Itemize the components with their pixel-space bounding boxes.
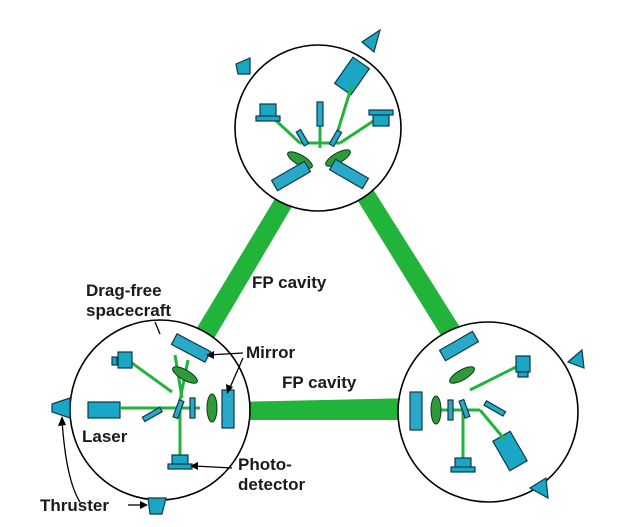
fp-cavity-label-top: FP cavity: [252, 273, 327, 292]
photodetector-icon: [255, 103, 281, 122]
annotation-arrows: [58, 321, 244, 509]
spacecraft-top-body: [234, 44, 402, 212]
detector-label: detector: [238, 475, 305, 494]
thruster-icon: [528, 476, 549, 500]
mirror-icon: [221, 389, 235, 429]
mirror-label: Mirror: [246, 343, 296, 362]
beamsplitter-icon: [189, 397, 196, 419]
thruster-icon: [360, 28, 382, 54]
beam-left-arm: [186, 182, 303, 352]
beamsplitter-icon: [458, 398, 471, 419]
laser-icon: [87, 401, 121, 419]
mirror-icon: [270, 160, 312, 192]
photodetector-icon: [167, 454, 193, 470]
beamsplitter-icon: [172, 399, 185, 420]
spacecraft-right-body: [397, 321, 579, 503]
spacecraft-top: [234, 28, 402, 212]
beamsplitter-icon: [447, 399, 454, 421]
photo-label: Photo-: [238, 455, 292, 474]
mirror-icon: [409, 391, 423, 431]
beamsplitter-icon: [483, 399, 507, 417]
lens-icon: [172, 366, 198, 384]
beamsplitter-icon: [316, 101, 324, 127]
photodetector-icon: [450, 457, 476, 473]
lens-icon: [206, 393, 218, 423]
beamsplitter-icon: [295, 128, 310, 147]
thruster-label: Thruster: [40, 496, 109, 515]
spacecraft-label: spacecraft: [86, 301, 171, 320]
beams: [186, 178, 468, 420]
lens-icon: [430, 395, 442, 425]
labels: FP cavity FP cavity Drag-free spacecraft…: [40, 273, 357, 515]
spacecraft-left: [51, 319, 251, 515]
fp-cavity-label-bottom: FP cavity: [282, 373, 357, 392]
mirror-icon: [438, 330, 480, 362]
thruster-icon: [566, 348, 585, 369]
spacecraft-right: [397, 321, 585, 503]
thruster-icon: [147, 497, 167, 515]
beam-bottom-arm: [232, 398, 414, 420]
drag-free-label: Drag-free: [86, 281, 162, 300]
internal-beams-right: [440, 364, 519, 458]
thruster-icon: [51, 397, 71, 419]
thruster-icon: [235, 57, 251, 75]
photodetector-icon: [368, 109, 394, 127]
lens-icon: [449, 366, 475, 384]
beam-right-arm: [348, 178, 468, 350]
photodetector-icon: [515, 355, 531, 378]
laser-label: Laser: [82, 427, 128, 446]
beamsplitter-icon: [141, 406, 163, 423]
beamsplitter-icon: [328, 129, 343, 148]
laser-icon: [333, 56, 371, 96]
mirror-icon: [170, 332, 212, 364]
photodetector-icon: [111, 351, 133, 369]
mirror-icon: [328, 158, 370, 190]
